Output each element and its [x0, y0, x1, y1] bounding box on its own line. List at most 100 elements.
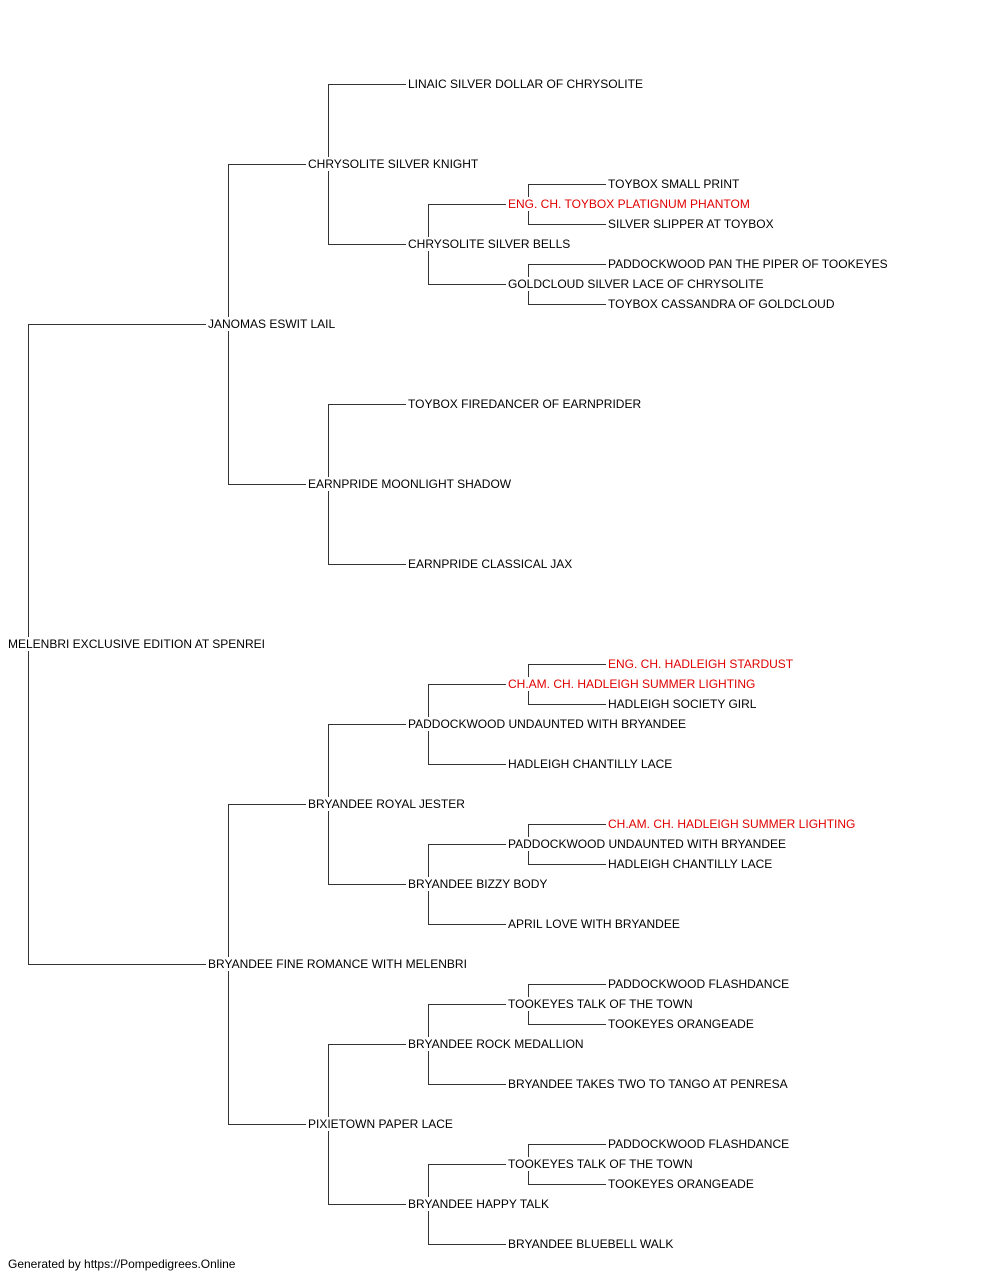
connector-line	[428, 1211, 429, 1245]
connector-line	[328, 244, 406, 245]
connector-line	[528, 1144, 606, 1145]
connector-line	[428, 204, 506, 205]
connector-line	[28, 324, 206, 325]
dog-name: HADLEIGH SOCIETY GIRL	[608, 697, 758, 711]
connector-line	[428, 764, 506, 765]
connector-line	[528, 291, 529, 305]
connector-line	[428, 924, 506, 925]
dog-name: BRYANDEE BIZZY BODY	[408, 877, 549, 891]
dog-name: TOOKEYES ORANGEADE	[608, 1177, 755, 1191]
connector-line	[428, 844, 429, 877]
connector-line	[528, 1144, 529, 1157]
connector-line	[328, 171, 329, 245]
dog-name: PADDOCKWOOD FLASHDANCE	[608, 977, 791, 991]
connector-line	[328, 811, 329, 885]
connector-line	[428, 1244, 506, 1245]
dog-name: EARNPRIDE CLASSICAL JAX	[408, 557, 574, 571]
connector-line	[528, 1171, 529, 1185]
dog-name: BRYANDEE FINE ROMANCE WITH MELENBRI	[208, 957, 468, 971]
dog-name: BRYANDEE HAPPY TALK	[408, 1197, 550, 1211]
connector-line	[228, 164, 229, 317]
connector-line	[428, 284, 506, 285]
connector-line	[328, 724, 329, 797]
dog-name: APRIL LOVE WITH BRYANDEE	[508, 917, 681, 931]
dog-name: BRYANDEE TAKES TWO TO TANGO AT PENRESA	[508, 1077, 789, 1091]
dog-name: GOLDCLOUD SILVER LACE OF CHRYSOLITE	[508, 277, 765, 291]
connector-line	[528, 304, 606, 305]
dog-name: TOYBOX SMALL PRINT	[608, 177, 741, 191]
dog-name: ENG. CH. HADLEIGH STARDUST	[608, 657, 795, 671]
connector-line	[528, 824, 529, 837]
dog-name: BRYANDEE ROYAL JESTER	[308, 797, 466, 811]
connector-line	[28, 964, 206, 965]
dog-name: HADLEIGH CHANTILLY LACE	[608, 857, 774, 871]
connector-line	[528, 664, 529, 677]
dog-name: PADDOCKWOOD UNDAUNTED WITH BRYANDEE	[508, 837, 788, 851]
dog-name: TOYBOX FIREDANCER OF EARNPRIDER	[408, 397, 643, 411]
dog-name: TOOKEYES TALK OF THE TOWN	[508, 1157, 694, 1171]
connector-line	[528, 984, 529, 997]
dog-name: EARNPRIDE MOONLIGHT SHADOW	[308, 477, 513, 491]
connector-line	[228, 971, 229, 1125]
connector-line	[528, 664, 606, 665]
connector-line	[228, 164, 306, 165]
connector-line	[328, 1131, 329, 1205]
dog-name: CH.AM. CH. HADLEIGH SUMMER LIGHTING	[608, 817, 857, 831]
connector-line	[428, 1004, 506, 1005]
dog-name: HADLEIGH CHANTILLY LACE	[508, 757, 674, 771]
connector-line	[428, 1051, 429, 1085]
connector-line	[528, 264, 606, 265]
connector-line	[228, 331, 229, 485]
connector-line	[528, 851, 529, 865]
connector-line	[328, 1204, 406, 1205]
dog-name: CH.AM. CH. HADLEIGH SUMMER LIGHTING	[508, 677, 757, 691]
connector-line	[328, 404, 406, 405]
dog-name: SILVER SLIPPER AT TOYBOX	[608, 217, 775, 231]
connector-line	[228, 804, 229, 957]
connector-line	[328, 884, 406, 885]
dog-name: JANOMAS ESWIT LAIL	[208, 317, 337, 331]
connector-line	[428, 891, 429, 925]
connector-line	[228, 484, 306, 485]
connector-line	[328, 404, 329, 477]
dog-name: PADDOCKWOOD UNDAUNTED WITH BRYANDEE	[408, 717, 688, 731]
connector-line	[528, 184, 529, 197]
connector-line	[428, 251, 429, 285]
connector-line	[328, 84, 406, 85]
dog-name: BRYANDEE ROCK MEDALLION	[408, 1037, 585, 1051]
connector-line	[528, 1011, 529, 1025]
dog-name: BRYANDEE BLUEBELL WALK	[508, 1237, 675, 1251]
connector-line	[528, 984, 606, 985]
dog-name: TOOKEYES TALK OF THE TOWN	[508, 997, 694, 1011]
connector-line	[528, 1184, 606, 1185]
connector-line	[428, 844, 506, 845]
connector-line	[328, 84, 329, 157]
dog-name: PIXIETOWN PAPER LACE	[308, 1117, 454, 1131]
dog-name: CHRYSOLITE SILVER KNIGHT	[308, 157, 480, 171]
dog-name: PADDOCKWOOD FLASHDANCE	[608, 1137, 791, 1151]
connector-line	[528, 824, 606, 825]
connector-line	[328, 1044, 329, 1117]
dog-name: PADDOCKWOOD PAN THE PIPER OF TOOKEYES	[608, 257, 889, 271]
connector-line	[428, 1164, 429, 1197]
dog-name: MELENBRI EXCLUSIVE EDITION AT SPENREI	[8, 637, 266, 651]
connector-line	[28, 324, 29, 637]
connector-line	[528, 1024, 606, 1025]
connector-line	[228, 1124, 306, 1125]
connector-line	[528, 184, 606, 185]
dog-name: CHRYSOLITE SILVER BELLS	[408, 237, 572, 251]
connector-line	[528, 704, 606, 705]
connector-line	[528, 691, 529, 705]
generated-by-footer: Generated by https://Pompedigrees.Online	[8, 1257, 236, 1271]
connector-line	[528, 864, 606, 865]
connector-line	[328, 564, 406, 565]
dog-name: TOYBOX CASSANDRA OF GOLDCLOUD	[608, 297, 836, 311]
connector-line	[428, 684, 429, 717]
connector-line	[328, 1044, 406, 1045]
connector-line	[428, 684, 506, 685]
connector-line	[428, 1164, 506, 1165]
connector-line	[328, 491, 329, 565]
dog-name: LINAIC SILVER DOLLAR OF CHRYSOLITE	[408, 77, 644, 91]
connector-line	[28, 651, 29, 965]
